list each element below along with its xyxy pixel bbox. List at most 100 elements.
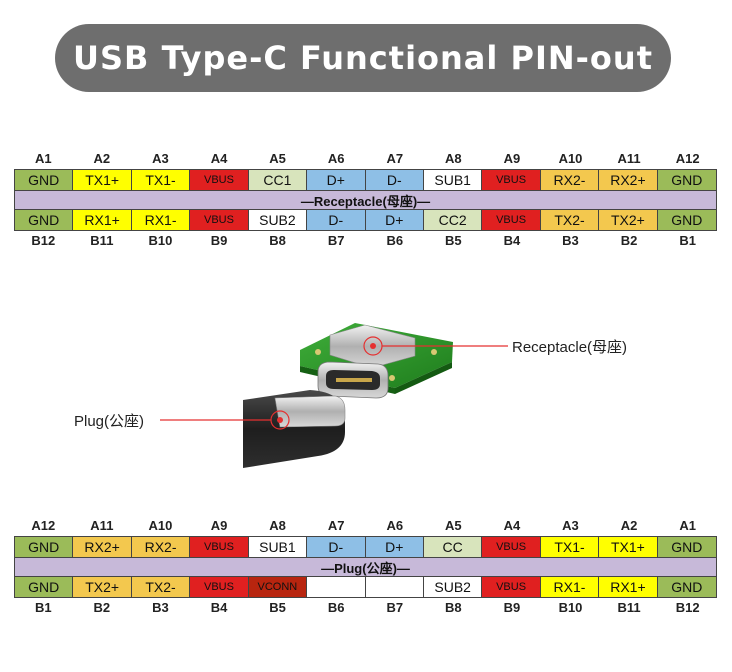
pin-number-label: A11 <box>90 518 114 533</box>
pin-cell <box>365 577 424 597</box>
pin-number-label: B11 <box>617 600 641 615</box>
pin-cell: VBUS <box>482 210 541 230</box>
pin-number-label: B9 <box>503 600 521 615</box>
pin-cell: CC <box>423 537 483 557</box>
pin-number-label: A12 <box>31 518 56 533</box>
pin-cell: VBUS <box>190 577 249 597</box>
pin-number-label: B10 <box>558 600 583 615</box>
pin-number-label: B8 <box>445 600 462 615</box>
receptacle-callout: Receptacle(母座) <box>512 339 628 356</box>
pin-cell: RX2- <box>131 537 191 557</box>
pin-number-label: A7 <box>386 151 404 166</box>
pin-cell: TX1- <box>540 537 600 557</box>
pin-number-label: B7 <box>327 233 345 248</box>
pin-cell: GND <box>15 170 74 190</box>
pin-number-label: B12 <box>675 600 700 615</box>
pin-number-label: B6 <box>386 233 404 248</box>
pin-number-label: B6 <box>327 600 345 615</box>
pin-cell: RX2+ <box>599 170 658 190</box>
pin-cell: D- <box>307 537 366 557</box>
pin-number-label: B7 <box>386 600 404 615</box>
pin-number-label: A9 <box>210 518 228 533</box>
pin-cell: D+ <box>307 170 366 190</box>
pin-number-label: A4 <box>210 151 228 166</box>
pin-cell: GND <box>657 577 717 597</box>
pin-number-label: A8 <box>269 518 286 533</box>
pin-cell: SUB1 <box>423 170 483 190</box>
pin-number-label: B11 <box>90 233 114 248</box>
pin-number-label: A5 <box>269 151 286 166</box>
pin-cell: TX2+ <box>599 210 658 230</box>
pin-cell: CC2 <box>423 210 483 230</box>
page-title: USB Type-C Functional PIN-out <box>73 39 653 77</box>
pin-cell: GND <box>657 210 717 230</box>
pin-number-label: B2 <box>93 600 111 615</box>
pin-cell <box>307 577 366 597</box>
pin-cell: GND <box>15 537 74 557</box>
pin-number-label: B4 <box>210 600 228 615</box>
pin-number-label: A8 <box>445 151 462 166</box>
pin-cell: TX1+ <box>599 537 658 557</box>
pin-number-label: B5 <box>445 233 462 248</box>
pin-cell: VBUS <box>190 537 249 557</box>
pin-number-label: B1 <box>34 600 52 615</box>
pin-number-label: B5 <box>269 600 286 615</box>
pin-number-label: A9 <box>503 151 521 166</box>
pin-number-label: A3 <box>152 151 169 166</box>
pin-number-label: A10 <box>558 151 583 166</box>
pin-cell: GND <box>15 210 74 230</box>
pin-number-label: A6 <box>386 518 404 533</box>
pin-number-label: B1 <box>679 233 696 248</box>
pin-cell: GND <box>15 577 74 597</box>
pin-cell: D+ <box>365 210 424 230</box>
pin-number-label: A10 <box>148 518 173 533</box>
pin-cell: RX2- <box>540 170 600 190</box>
pin-number-label: A2 <box>93 151 111 166</box>
pin-number-label: A4 <box>503 518 521 533</box>
pin-cell: SUB2 <box>423 577 483 597</box>
pin-number-label: A12 <box>675 151 700 166</box>
pin-number-label: A3 <box>562 518 579 533</box>
pin-cell: RX2+ <box>73 537 132 557</box>
pin-number-label: A7 <box>327 518 345 533</box>
pin-cell: SUB1 <box>248 537 308 557</box>
pin-number-label: A6 <box>327 151 345 166</box>
pin-cell: D- <box>307 210 366 230</box>
plug-b-labels: B1 B2 B3 B4 B5 B6 B7 B8 B9 B10 B11 B12 <box>14 598 717 618</box>
pin-number-label: B4 <box>503 233 521 248</box>
pin-cell: TX2+ <box>73 577 132 597</box>
pin-cell: RX1- <box>131 210 191 230</box>
pin-cell: RX1+ <box>73 210 132 230</box>
pin-cell: VBUS <box>482 577 541 597</box>
pin-cell: RX1- <box>540 577 600 597</box>
pin-cell: VBUS <box>482 170 541 190</box>
pin-cell: TX2- <box>540 210 600 230</box>
pin-cell: VBUS <box>190 170 249 190</box>
pin-cell: RX1+ <box>599 577 658 597</box>
pin-cell: SUB2 <box>248 210 308 230</box>
pin-number-label: B9 <box>210 233 228 248</box>
pin-cell: VCONN <box>248 577 308 597</box>
pin-number-label: A5 <box>445 518 462 533</box>
pin-number-label: B2 <box>620 233 638 248</box>
pin-number-label: B3 <box>562 233 579 248</box>
pin-cell: GND <box>657 170 717 190</box>
pin-cell: VBUS <box>482 537 541 557</box>
plug-divider: —Plug(公座)— <box>14 558 717 576</box>
pin-number-label: B3 <box>152 600 169 615</box>
pin-cell: VBUS <box>190 210 249 230</box>
pin-cell: TX1+ <box>73 170 132 190</box>
pin-cell: D+ <box>365 537 424 557</box>
receptacle-divider: —Receptacle(母座)— <box>14 191 717 209</box>
plug-body <box>243 390 346 468</box>
